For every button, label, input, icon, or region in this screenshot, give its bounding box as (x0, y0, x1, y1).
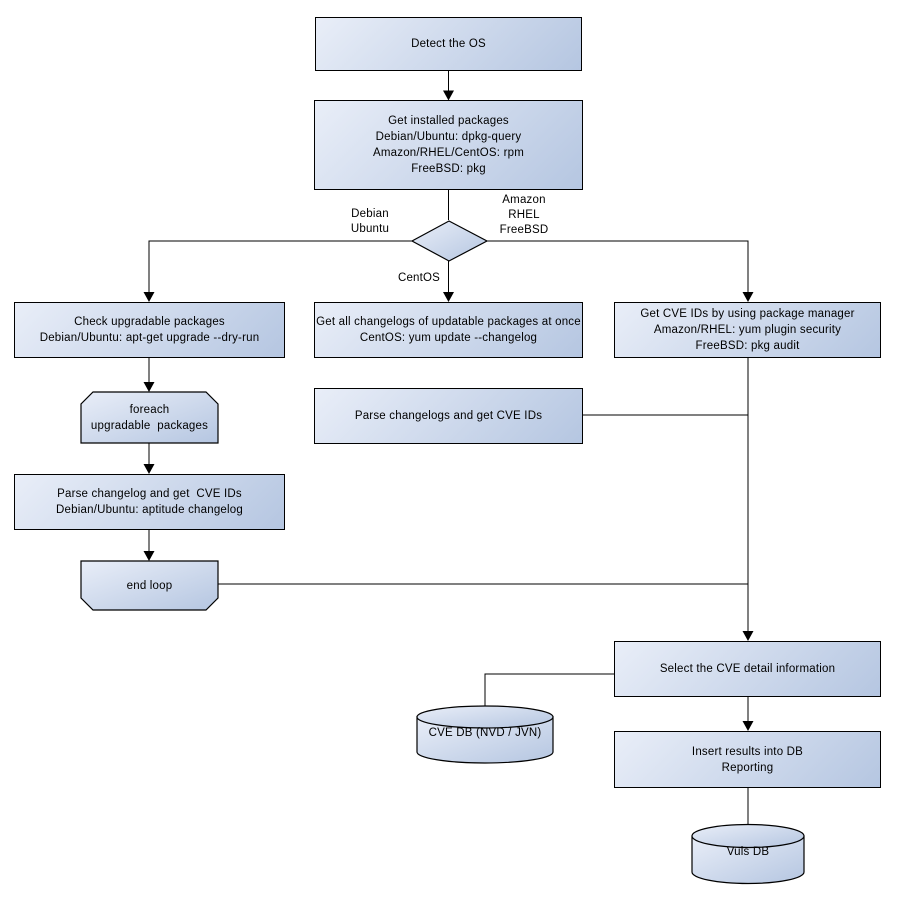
node-line: Select the CVE detail information (659, 663, 836, 675)
cylinder-body (416, 716, 554, 764)
node-line: Detect the OS (411, 38, 486, 50)
node-line: Parse changelog and get CVE IDs (57, 488, 242, 500)
node-line: Reporting (721, 761, 774, 774)
node-foreach-label: foreach upgradable packages (81, 392, 218, 443)
node-parse-changelogs: Parse changelogs and get CVE IDs (314, 388, 583, 444)
node-check-upgradable-packages: Check upgradable packages Debian/Ubuntu:… (14, 302, 285, 358)
node-line: Get installed packages (388, 115, 509, 127)
loop-end-shape (80, 560, 219, 611)
node-line: FreeBSD: pkg audit (695, 340, 800, 352)
edge-label-line: FreeBSD (499, 224, 549, 236)
loop-start-shape (80, 391, 219, 444)
arrowhead (143, 464, 155, 474)
node-line: foreach (129, 403, 170, 416)
arrowhead (143, 292, 155, 302)
arrowhead (742, 292, 754, 302)
edge-label-line: Amazon (502, 194, 546, 206)
node-line: end loop (126, 579, 173, 592)
node-detect-os: Detect the OS (315, 17, 582, 71)
node-line: FreeBSD: pkg (411, 163, 486, 175)
node-line: Amazon/RHEL: yum plugin security (653, 324, 842, 336)
node-line: Amazon/RHEL/CentOS: rpm (373, 147, 524, 159)
decision-diamond-os (410, 220, 489, 262)
node-parse-changelog: Parse changelog and get CVE IDs Debian/U… (14, 474, 285, 530)
edge-label-amazon-rhel-freebsd: Amazon RHEL FreeBSD (493, 193, 555, 238)
edge-decision-to-get-cve-ids (487, 240, 749, 292)
node-select-cve-detail: Select the CVE detail information (614, 641, 881, 697)
arrowhead (742, 721, 754, 731)
edge-cvedb-to-select (484, 673, 614, 706)
node-line: CVE DB (NVD / JVN) (428, 727, 542, 739)
arrowhead (742, 631, 754, 641)
node-line: Debian/Ubuntu: apt-get upgrade --dry-run (39, 332, 260, 344)
node-get-cve-ids-package-manager: Get CVE IDs by using package manager Ama… (614, 302, 881, 358)
arrowhead (143, 551, 155, 561)
node-line: upgradable packages (90, 419, 209, 432)
node-line: Get CVE IDs by using package manager (640, 308, 855, 320)
node-cve-db-label: CVE DB (NVD / JVN) (417, 714, 553, 752)
node-line: Check upgradable packages (74, 316, 225, 328)
arrowheads (143, 90, 754, 731)
edge-label-centos: CentOS (393, 271, 445, 286)
node-line: Get all changelogs of updatable packages… (316, 316, 581, 328)
node-line: Vuls DB (726, 846, 770, 858)
edge-decision-to-check-upgradable (148, 240, 412, 292)
edge-label-debian-ubuntu: Debian Ubuntu (340, 207, 400, 237)
node-line: Debian/Ubuntu: dpkg-query (375, 131, 522, 143)
cylinder-top (691, 823, 805, 849)
cylinder-body (691, 835, 805, 885)
node-line: Parse changelogs and get CVE IDs (354, 410, 543, 422)
arrowhead (443, 292, 454, 302)
edges (148, 71, 749, 825)
edge-label-line: Debian (351, 208, 389, 220)
edge-label-line: CentOS (397, 272, 441, 284)
arrowhead (443, 90, 454, 101)
arrowhead (143, 382, 155, 392)
node-line: CentOS: yum update --changelog (359, 332, 538, 344)
node-line: Debian/Ubuntu: aptitude changelog (56, 504, 243, 516)
node-get-all-changelogs: Get all changelogs of updatable packages… (314, 302, 583, 358)
cylinder-top (416, 705, 554, 729)
vuls-db-cylinder (691, 823, 805, 885)
node-line: Insert results into DB (691, 745, 804, 758)
cve-db-cylinder (416, 705, 554, 764)
edge-label-line: Ubuntu (350, 223, 390, 235)
node-get-installed-packages: Get installed packages Debian/Ubuntu: dp… (314, 100, 583, 190)
node-insert-results: Insert results into DB Reporting (614, 731, 881, 788)
edge-label-line: RHEL (508, 209, 540, 221)
node-vuls-db-label: Vuls DB (692, 834, 804, 870)
node-end-loop-label: end loop (81, 561, 218, 610)
